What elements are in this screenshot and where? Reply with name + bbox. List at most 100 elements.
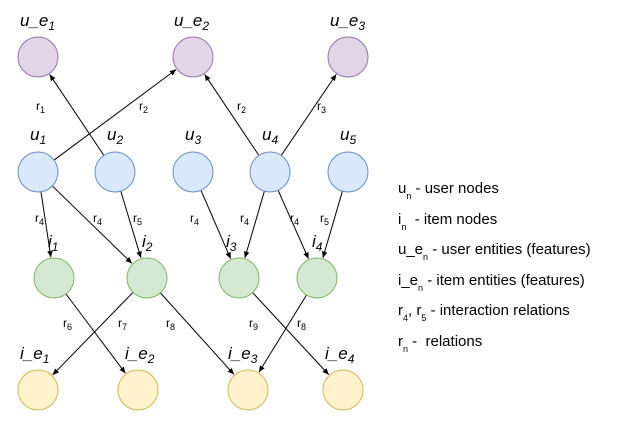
edge-label-i3-ie4: r9 xyxy=(249,316,258,332)
edge-label-u5-i4: r5 xyxy=(320,211,329,227)
node-label-u3: u3 xyxy=(185,125,201,147)
edge-i1-ie2 xyxy=(65,293,126,374)
edge-label-u1-i1: r4 xyxy=(35,211,44,227)
edge-label-u3-i3: r4 xyxy=(190,211,199,227)
edge-u1-i1 xyxy=(40,191,53,258)
edge-u4-i3 xyxy=(243,191,265,258)
legend-description: - item nodes xyxy=(406,210,498,228)
edges-layer: r1 r2 r2 r3 r4 r4 r5 r4 r4 r4 r5 r6 r7 r8 r9 r8 xyxy=(35,69,343,376)
edge-label-u4-ue2: r2 xyxy=(237,99,246,115)
edge-label-i1-ie2: r6 xyxy=(63,316,72,332)
node-label-u1: u1 xyxy=(30,125,46,147)
legend-description: - relations xyxy=(408,332,483,350)
edge-u3-i3 xyxy=(200,190,232,259)
edge-i2-ie3 xyxy=(160,292,235,375)
legend-symbol-sub: n xyxy=(418,282,424,293)
edge-label-i2-ie3: r8 xyxy=(166,316,175,332)
edge-label-i2-ie1: r7 xyxy=(118,316,127,332)
node-i4 xyxy=(296,257,338,299)
legend-symbol-base: u_e xyxy=(398,241,424,258)
legend-symbol-base: i_e xyxy=(398,271,419,289)
edge-label-u4-i4: r4 xyxy=(290,211,299,227)
edge-label-u4-i3: r4 xyxy=(240,211,249,227)
edge-label-i4-ie3: r8 xyxy=(297,316,306,332)
legend-item: r4, r5 - interaction relations xyxy=(398,300,618,331)
node-label-ue2: u_e2 xyxy=(174,11,209,33)
node-i3 xyxy=(218,257,260,299)
edge-u4-ue3 xyxy=(280,74,337,156)
legend-symbol-sub: n xyxy=(401,221,407,232)
legend-description: - user nodes xyxy=(411,180,499,197)
node-label-ue1: u_e1 xyxy=(20,11,55,33)
legend-symbol-base: r xyxy=(398,332,403,350)
edge-u4-i4 xyxy=(277,190,309,260)
legend-symbol: r4, r5 xyxy=(398,302,427,323)
node-i1 xyxy=(33,257,75,299)
node-ue3 xyxy=(327,36,369,78)
node-ue2 xyxy=(172,36,214,78)
legend-item: i_en - item entities (features) xyxy=(398,270,618,301)
node-u4 xyxy=(249,151,291,193)
node-u3 xyxy=(172,151,214,193)
node-label-u2: u2 xyxy=(107,125,123,147)
node-label-ie4: i_e4 xyxy=(325,344,355,366)
edge-label-u2-i2: r5 xyxy=(133,211,142,227)
node-label-ue3: u_e3 xyxy=(330,11,365,33)
legend-symbol-sub: n xyxy=(406,191,412,201)
legend-item: u_en - user entities (features) xyxy=(398,239,618,270)
legend-description: - user entities (features) xyxy=(428,241,591,258)
edge-label-u2-ue1: r1 xyxy=(36,99,45,115)
node-label-i2: i2 xyxy=(142,232,153,254)
edge-i2-ie1 xyxy=(52,291,134,376)
legend-symbol: rn xyxy=(398,332,408,354)
edge-u2-ue1 xyxy=(49,74,105,156)
node-ue1 xyxy=(17,36,59,78)
node-label-u5: u5 xyxy=(340,125,356,147)
legend-symbol-sub: n xyxy=(423,252,429,262)
node-label-ie1: i_e1 xyxy=(20,344,49,366)
legend-item: rn - relations xyxy=(398,331,618,362)
node-label-ie2: i_e2 xyxy=(125,344,155,366)
node-label-i4: i4 xyxy=(312,232,323,254)
edge-u4-ue2 xyxy=(204,74,260,156)
node-u2 xyxy=(94,151,136,193)
node-label-i1: i1 xyxy=(48,232,58,254)
legend-symbol-base: i xyxy=(398,210,402,228)
legend-symbol-sub: 4 xyxy=(403,313,409,323)
legend-symbol: u_en xyxy=(398,241,428,262)
legend-symbol-sub: n xyxy=(403,343,409,354)
node-ie4 xyxy=(322,369,364,411)
edge-u1-i2 xyxy=(51,185,133,264)
legend-symbol: un xyxy=(398,180,411,201)
legend-description: - item entities (features) xyxy=(423,271,585,289)
edge-u5-i4 xyxy=(321,191,343,258)
nodes-layer: u_e1 u_e2 u_e3 u1 u2 u3 u4 u5 i1 i2 i3 i4 i_e1 i_e2 i_… xyxy=(17,11,369,411)
legend-description: - interaction relations xyxy=(426,302,570,319)
legend-symbol: in xyxy=(398,210,406,232)
legend-symbol: i_en xyxy=(398,271,423,293)
edge-i4-ie3 xyxy=(258,294,307,373)
legend-symbol-sub: 5 xyxy=(421,313,427,323)
node-ie1 xyxy=(17,369,59,411)
node-i2 xyxy=(126,257,168,299)
edge-label-u1-i2: r4 xyxy=(93,211,102,227)
node-label-u4: u4 xyxy=(262,125,278,147)
node-ie2 xyxy=(117,369,159,411)
node-u5 xyxy=(327,151,369,193)
node-u1 xyxy=(17,151,59,193)
edge-u1-ue2 xyxy=(53,69,177,161)
node-label-i3: i3 xyxy=(226,232,237,254)
legend-item: in - item nodes xyxy=(398,209,618,240)
edge-i3-ie4 xyxy=(252,292,330,375)
edge-label-u4-ue3: r3 xyxy=(317,99,326,115)
legend-item: un - user nodes xyxy=(398,178,618,209)
legend-symbol-base: u xyxy=(398,180,407,197)
legend-symbol-base: r xyxy=(398,302,403,319)
edge-label-u1-ue2: r2 xyxy=(139,99,148,115)
node-label-ie3: i_e3 xyxy=(228,344,258,366)
edge-u2-i2 xyxy=(120,191,142,259)
legend-symbol-base: r xyxy=(416,302,422,319)
node-ie3 xyxy=(227,369,269,411)
